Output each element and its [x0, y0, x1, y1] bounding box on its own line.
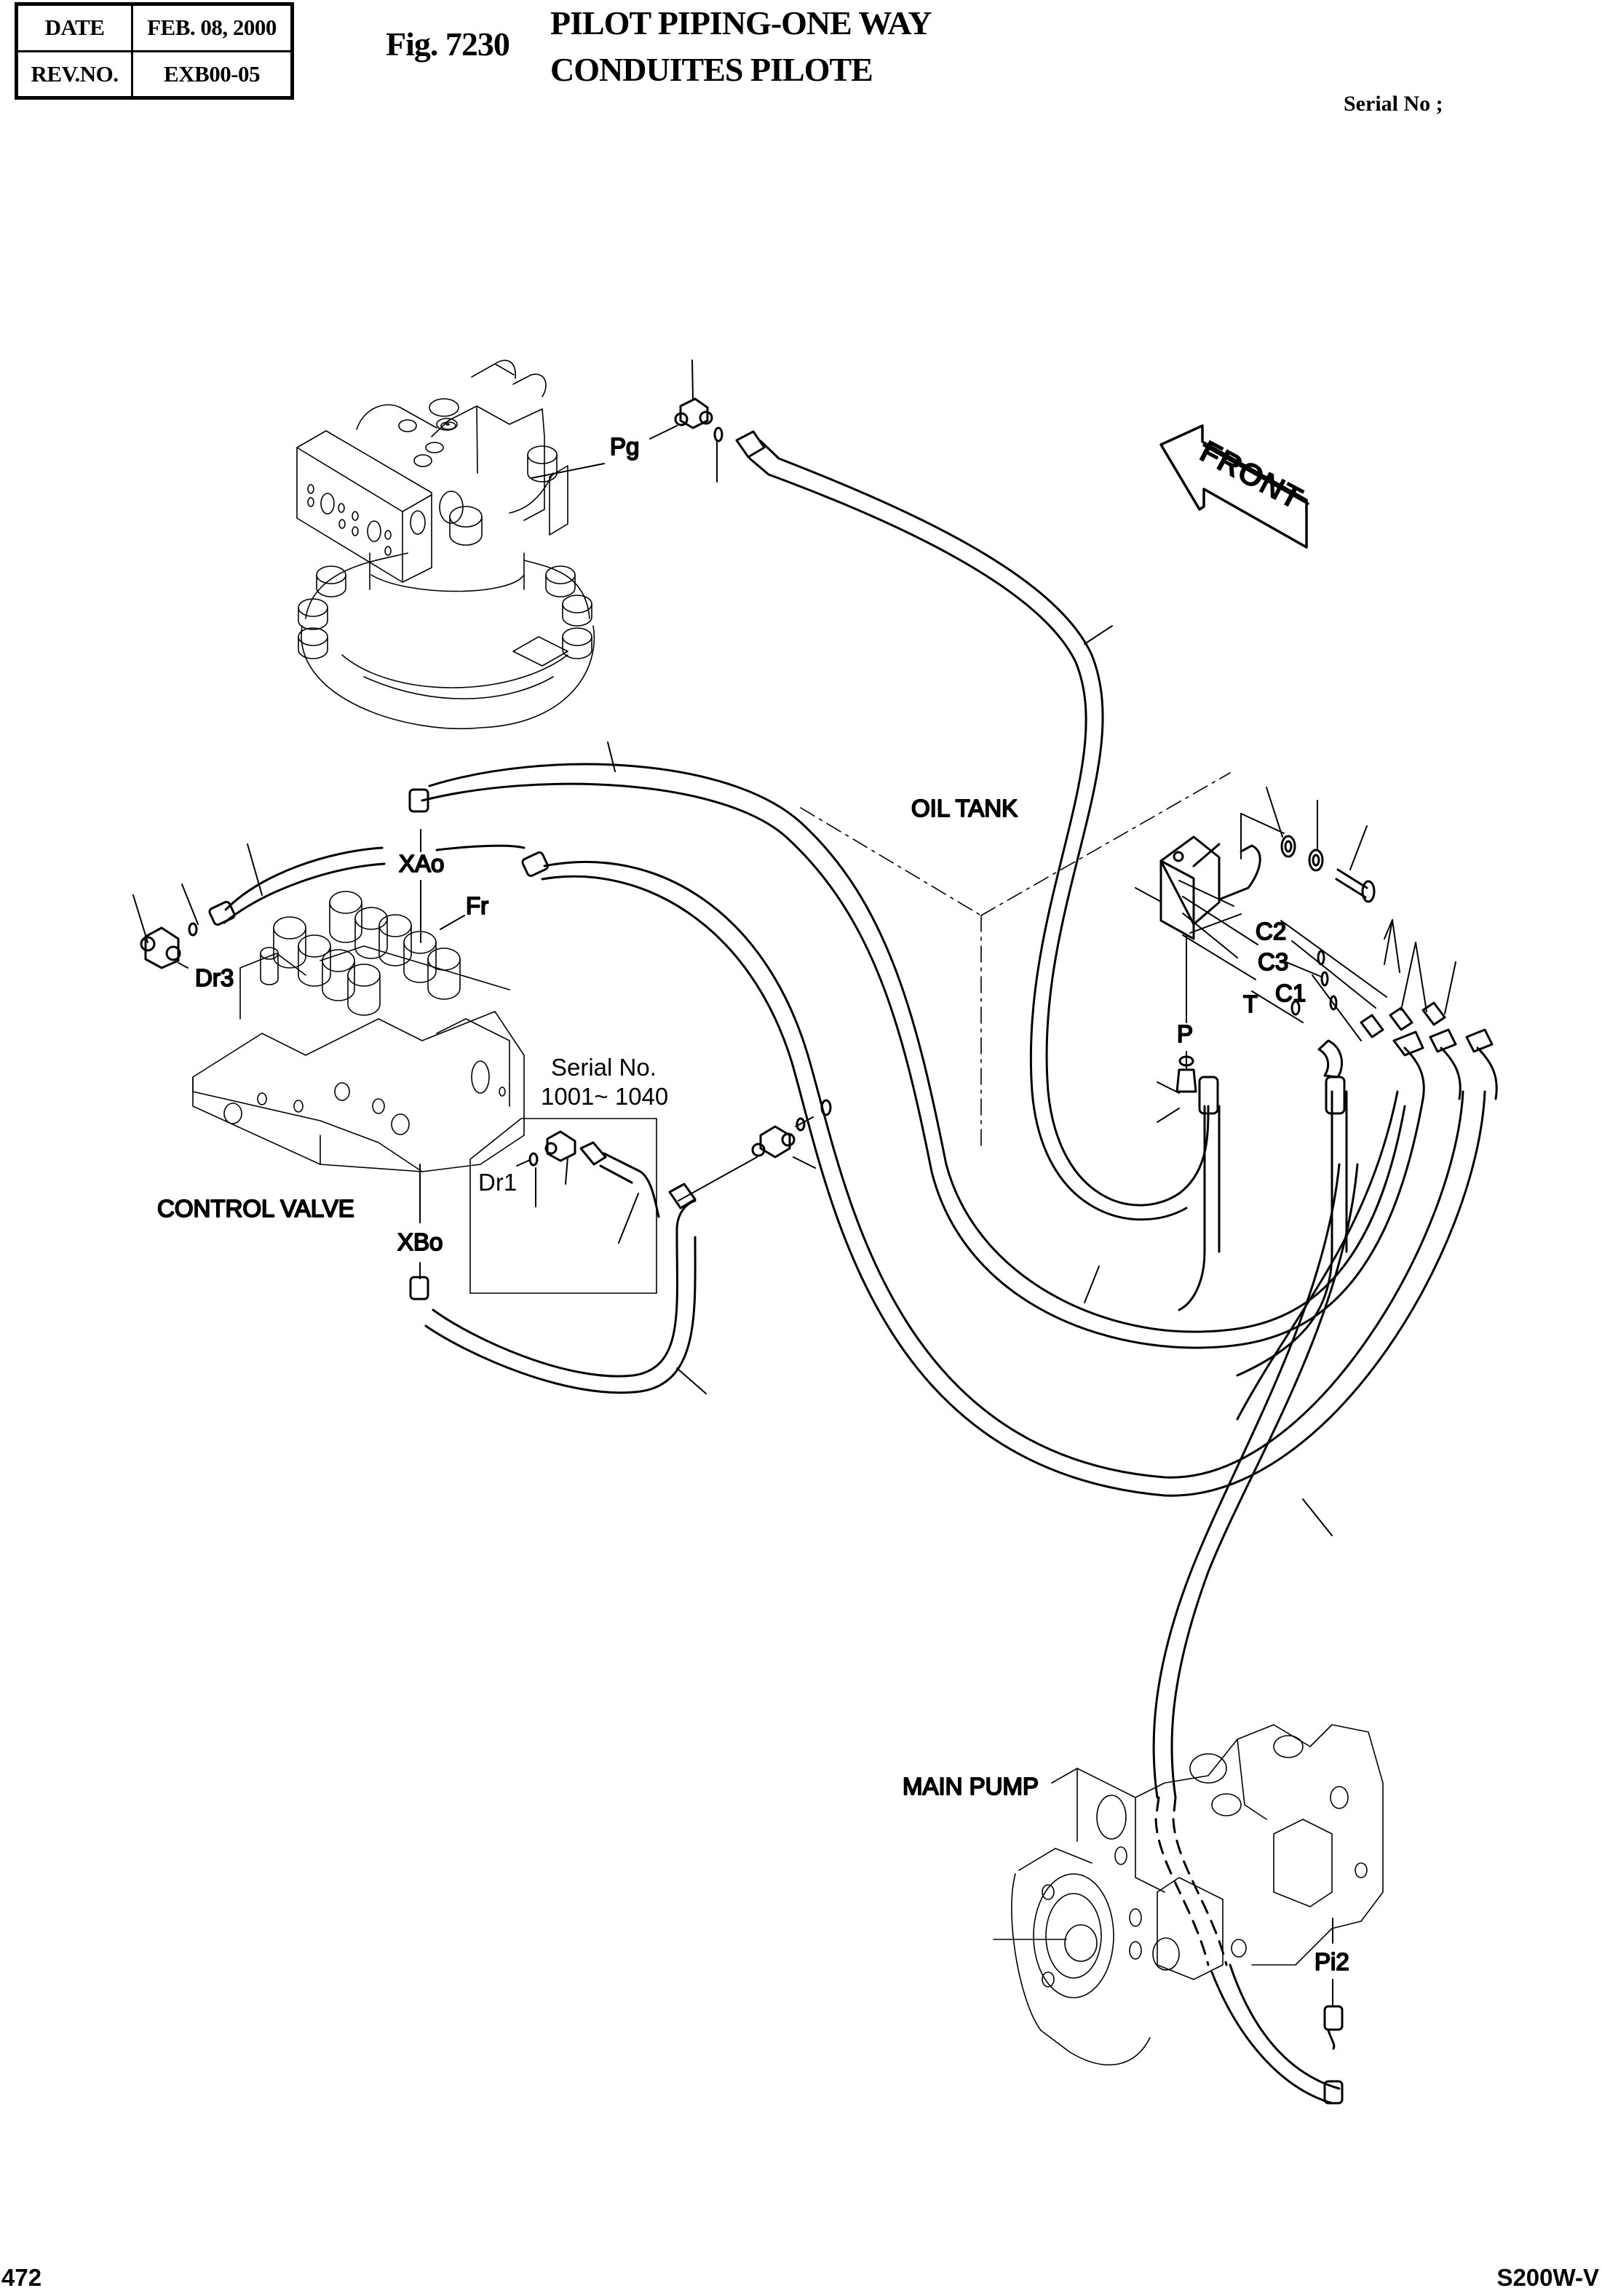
port-dr3-label: Dr3 — [195, 964, 234, 991]
port-xbo-label: XBo — [397, 1228, 443, 1255]
serial-inset: Serial No. 1001~ 1040 Dr1 — [469, 1054, 668, 1294]
pg-tee-fitting — [649, 360, 780, 482]
dr3-fitting — [140, 922, 198, 969]
date-row: DATE FEB. 08, 2000 — [15, 3, 293, 52]
figure-title-french: CONDUITES PILOTE — [550, 51, 873, 88]
swing-motor — [296, 360, 595, 730]
port-pi2-label: Pi2 — [1314, 1948, 1349, 1975]
oil-tank-outline — [800, 772, 1231, 1151]
port-xao-label: XAo — [399, 850, 444, 877]
revision-label: REV.NO. — [15, 49, 133, 99]
port-c1-label: C1 — [1275, 980, 1306, 1006]
hose-fittings — [208, 788, 1498, 2105]
fr-leader — [440, 915, 465, 930]
pi2-fitting — [1323, 2005, 1344, 2050]
figure-number: Fig. 7230 — [386, 25, 510, 63]
dr3-leader — [178, 962, 189, 969]
port-c2-label: C2 — [1256, 918, 1286, 945]
front-direction-arrow: FRONT — [1159, 424, 1309, 549]
control-valve-label: CONTROL VALVE — [157, 1195, 354, 1222]
control-valve — [192, 891, 525, 1172]
port-c3-label: C3 — [1258, 948, 1288, 975]
revision-value: EXB00-05 — [131, 49, 293, 99]
revision-row: REV.NO. EXB00-05 — [15, 49, 293, 99]
inset-serial-label: Serial No. — [551, 1054, 657, 1081]
port-t-label: T — [1243, 990, 1258, 1017]
figure-title-english: PILOT PIPING-ONE WAY — [550, 4, 932, 41]
page-number: 472 — [1, 2264, 42, 2291]
figure-title: PILOT PIPING-ONE WAY CONDUITES PILOTE — [550, 0, 932, 93]
serial-number-label: Serial No ; — [1344, 92, 1443, 116]
date-label: DATE — [15, 3, 133, 52]
tee-fitting — [668, 1099, 832, 1209]
date-value: FEB. 08, 2000 — [131, 3, 293, 52]
o-rings-adapters — [1175, 950, 1494, 1093]
port-dr1-label: Dr1 — [478, 1169, 517, 1196]
main-pump — [993, 1724, 1384, 2066]
hose-leaders — [132, 625, 1333, 1536]
machine-model: S200W-V — [1496, 2264, 1599, 2291]
port-fr-label: Fr — [466, 892, 488, 919]
port-leaders — [1157, 880, 1456, 1123]
bolt-washer-nut — [1240, 787, 1376, 903]
pg-leader — [531, 463, 605, 479]
inset-serial-range: 1001~ 1040 — [541, 1083, 668, 1110]
front-label: FRONT — [1194, 434, 1308, 517]
oil-tank-label: OIL TANK — [911, 795, 1018, 822]
hoses — [223, 457, 1486, 2105]
port-pg-label: Pg — [610, 433, 639, 460]
revision-table: DATE FEB. 08, 2000 REV.NO. EXB00-05 — [15, 2, 294, 100]
port-p-label: P — [1177, 1020, 1193, 1047]
main-pump-label: MAIN PUMP — [903, 1773, 1039, 1800]
